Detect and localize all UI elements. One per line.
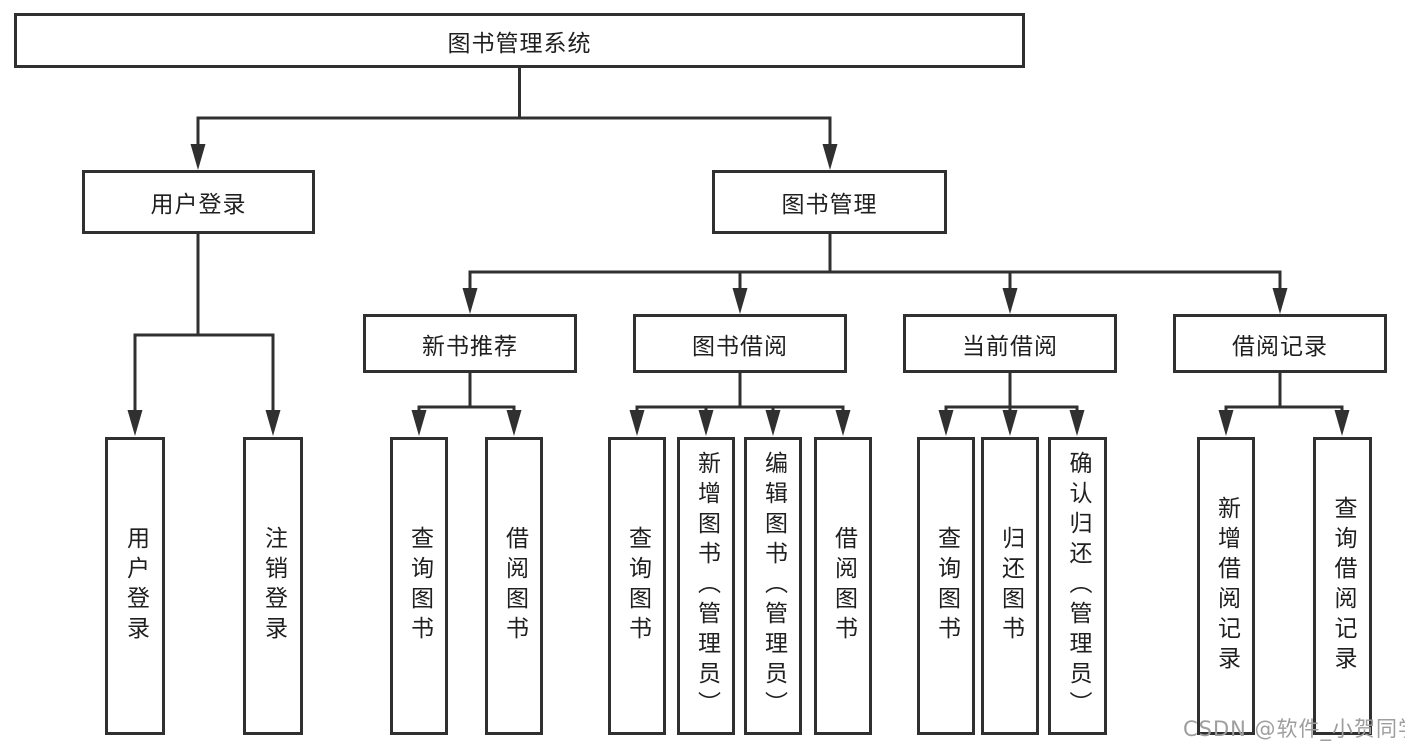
arrowhead-icon [698, 410, 714, 436]
node-label: 查询图书 [933, 526, 960, 646]
arrowhead-icon [1218, 410, 1234, 436]
node-label: 编辑图书（管理员） [760, 451, 787, 721]
node-label: 借阅记录 [1232, 333, 1328, 360]
arrowhead-icon [1002, 410, 1018, 436]
edge-mgmt-to-level3 [468, 234, 1282, 308]
arrowhead-icon [822, 144, 838, 170]
leaf-query-books: 查询图书 [608, 437, 666, 735]
leaf-add-borrow-record: 新增借阅记录 [1197, 437, 1255, 735]
arrowhead-icon [127, 410, 143, 436]
arrowhead-icon [462, 288, 478, 314]
arrowhead-icon [938, 410, 954, 436]
node-label: 当前借阅 [962, 333, 1058, 360]
node-label: 新增图书（管理员） [693, 451, 720, 721]
arrowhead-icon [411, 410, 427, 436]
edge-root-to-level2 [196, 68, 832, 164]
node-label: 借阅图书 [830, 526, 857, 646]
node-label: 新书推荐 [422, 333, 518, 360]
arrowhead-icon [1272, 288, 1288, 314]
node-book-management: 图书管理 [712, 170, 947, 234]
node-current-borrowing: 当前借阅 [903, 314, 1117, 373]
arrowhead-icon [835, 410, 851, 436]
node-label: 注销登录 [260, 526, 287, 646]
node-label: 用户登录 [122, 526, 149, 646]
connector-edges [133, 68, 1344, 430]
leaf-query-borrow-record: 查询借阅记录 [1313, 437, 1372, 735]
node-label: 新增借阅记录 [1213, 496, 1240, 676]
arrowhead-icons [127, 144, 1350, 436]
leaf-borrow-books: 借阅图书 [485, 437, 543, 735]
node-book-management-system: 图书管理系统 [14, 13, 1025, 68]
leaf-confirm-return-admin: 确认归还（管理员） [1048, 437, 1107, 735]
leaf-user-login: 用户登录 [105, 437, 165, 735]
node-book-borrowing: 图书借阅 [633, 314, 847, 373]
arrowhead-icon [1002, 288, 1018, 314]
node-label: 归还图书 [997, 526, 1024, 646]
node-new-book-recommend: 新书推荐 [363, 314, 577, 373]
leaf-logout: 注销登录 [243, 437, 303, 735]
arrowhead-icon [1334, 410, 1350, 436]
arrowhead-icon [1069, 410, 1085, 436]
arrowhead-icon [265, 410, 281, 436]
leaf-query-books: 查询图书 [917, 437, 975, 735]
csdn-watermark: CSDN @软件_小贺同学 [1183, 717, 1405, 741]
node-label: 图书管理系统 [447, 30, 592, 57]
leaf-edit-books-admin: 编辑图书（管理员） [744, 437, 802, 735]
arrowhead-icon [732, 288, 748, 314]
leaf-return-books: 归还图书 [981, 437, 1039, 735]
node-label: 图书借阅 [692, 333, 788, 360]
node-label: 确认归还（管理员） [1065, 451, 1091, 721]
node-label: 图书管理 [781, 192, 878, 218]
node-user-login: 用户登录 [82, 170, 315, 234]
node-label: 查询图书 [406, 526, 433, 646]
edge-login-to-leaves [133, 234, 275, 430]
arrowhead-icon [765, 410, 781, 436]
leaf-query-books: 查询图书 [390, 437, 448, 735]
node-borrowing-records: 借阅记录 [1173, 314, 1387, 373]
edge-borrow-to-leaves [635, 373, 845, 430]
arrowhead-icon [190, 144, 206, 170]
edge-hist-to-leaves [1224, 373, 1344, 430]
arrowhead-icon [506, 410, 522, 436]
node-label: 查询借阅记录 [1330, 496, 1356, 676]
node-label: 借阅图书 [501, 526, 528, 646]
node-label: 查询图书 [624, 526, 651, 646]
leaf-add-books-admin: 新增图书（管理员） [677, 437, 735, 735]
edge-rec-to-leaves [417, 373, 516, 430]
arrowhead-icon [629, 410, 645, 436]
node-label: 用户登录 [150, 192, 247, 218]
leaf-borrow-books: 借阅图书 [814, 437, 872, 735]
